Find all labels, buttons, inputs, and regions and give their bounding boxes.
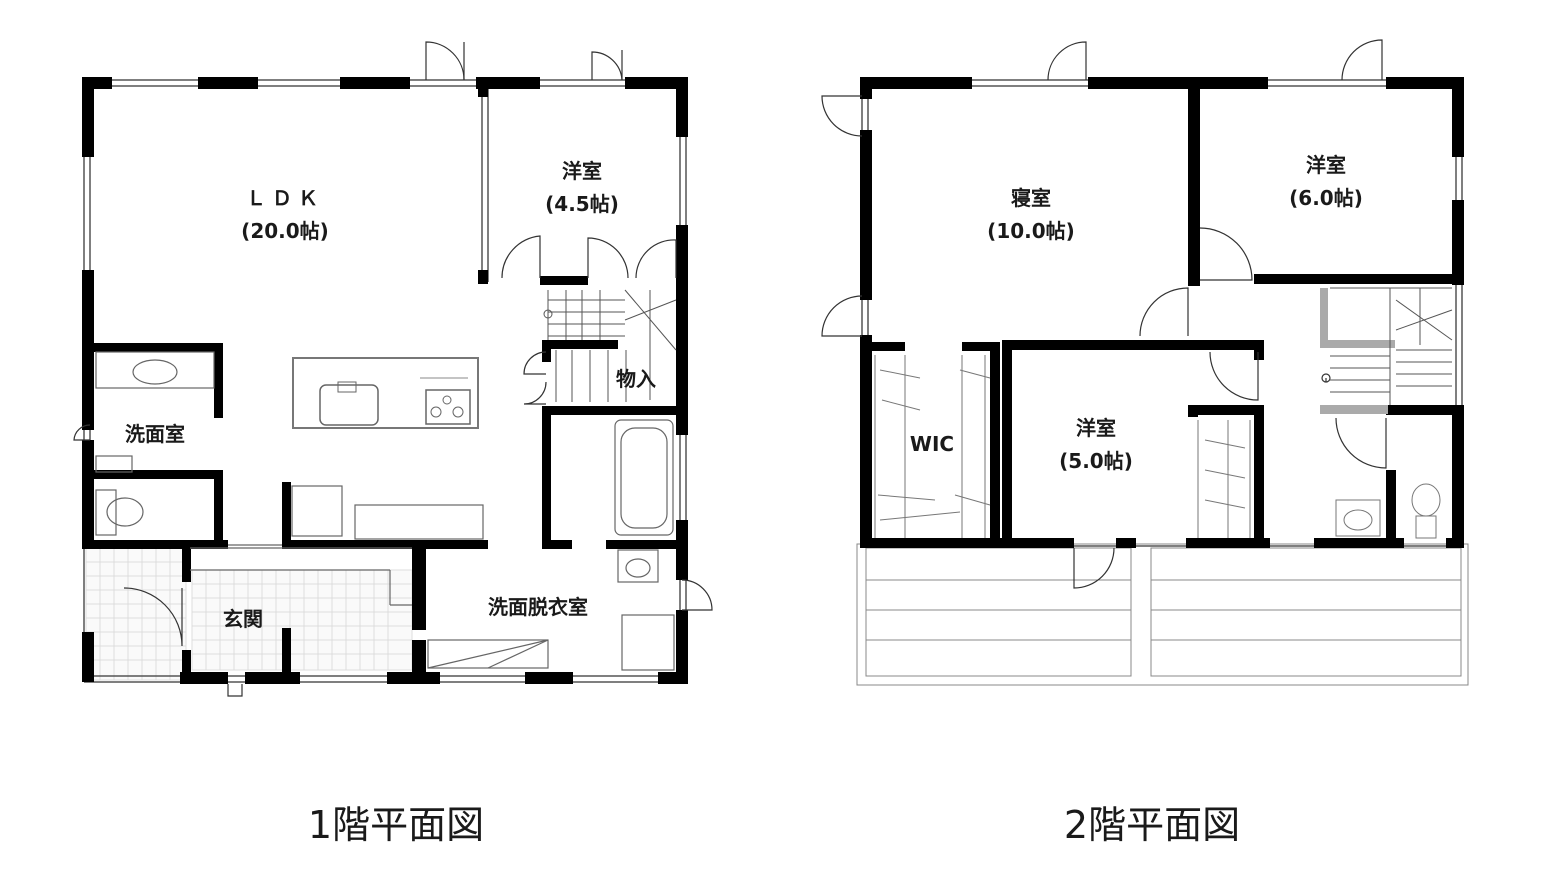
floor2-stair-rails [1320, 288, 1395, 414]
floor1-doors [73, 41, 713, 697]
entrance-label: 玄関 [223, 607, 263, 631]
floor1-plan [73, 41, 713, 697]
western-50-name-label: 洋室 [1076, 416, 1116, 440]
floor2-fixtures [874, 355, 1441, 539]
ldk-size-label: (20.0帖) [241, 219, 329, 243]
bedroom-name-label: 寝室 [1011, 186, 1051, 210]
western-50-size-label: (5.0帖) [1059, 449, 1133, 473]
floor2-stairs [1330, 287, 1453, 405]
floor2-walls [860, 77, 1464, 548]
wic-label: WIC [910, 432, 954, 456]
floor1-kitchen-island [292, 357, 479, 429]
floor1-entrance-tiles [85, 547, 413, 681]
floor2-doors [821, 39, 1387, 589]
floor1-labels: ＬＤＫ (20.0帖) 洋室 (4.5帖) 物入 洗面室 玄関 洗面脱衣室 1階… [125, 159, 656, 847]
washroom-label: 洗面室 [125, 422, 185, 446]
western-60-name-label: 洋室 [1306, 153, 1346, 177]
dressing-room-label: 洗面脱衣室 [488, 595, 588, 619]
floor1-title: 1階平面図 [308, 803, 484, 847]
western-60-size-label: (6.0帖) [1289, 186, 1363, 210]
floor1-walls [82, 77, 688, 684]
floor1-stairs [543, 289, 677, 402]
western-45-name-label: 洋室 [562, 159, 602, 183]
ldk-name-label: ＬＤＫ [246, 186, 324, 210]
western-45-size-label: (4.5帖) [545, 192, 619, 216]
bedroom-size-label: (10.0帖) [987, 219, 1075, 243]
floor2-thin-walls [861, 79, 1463, 547]
floor2-balcony [856, 543, 1469, 686]
floor2-title: 2階平面図 [1064, 803, 1240, 847]
floor2-plan [821, 39, 1469, 686]
storage-label: 物入 [616, 367, 656, 391]
floor1-fixtures [95, 351, 675, 671]
floor2-labels: 寝室 (10.0帖) 洋室 (6.0帖) 洋室 (5.0帖) WIC 2階平面図 [910, 153, 1363, 847]
